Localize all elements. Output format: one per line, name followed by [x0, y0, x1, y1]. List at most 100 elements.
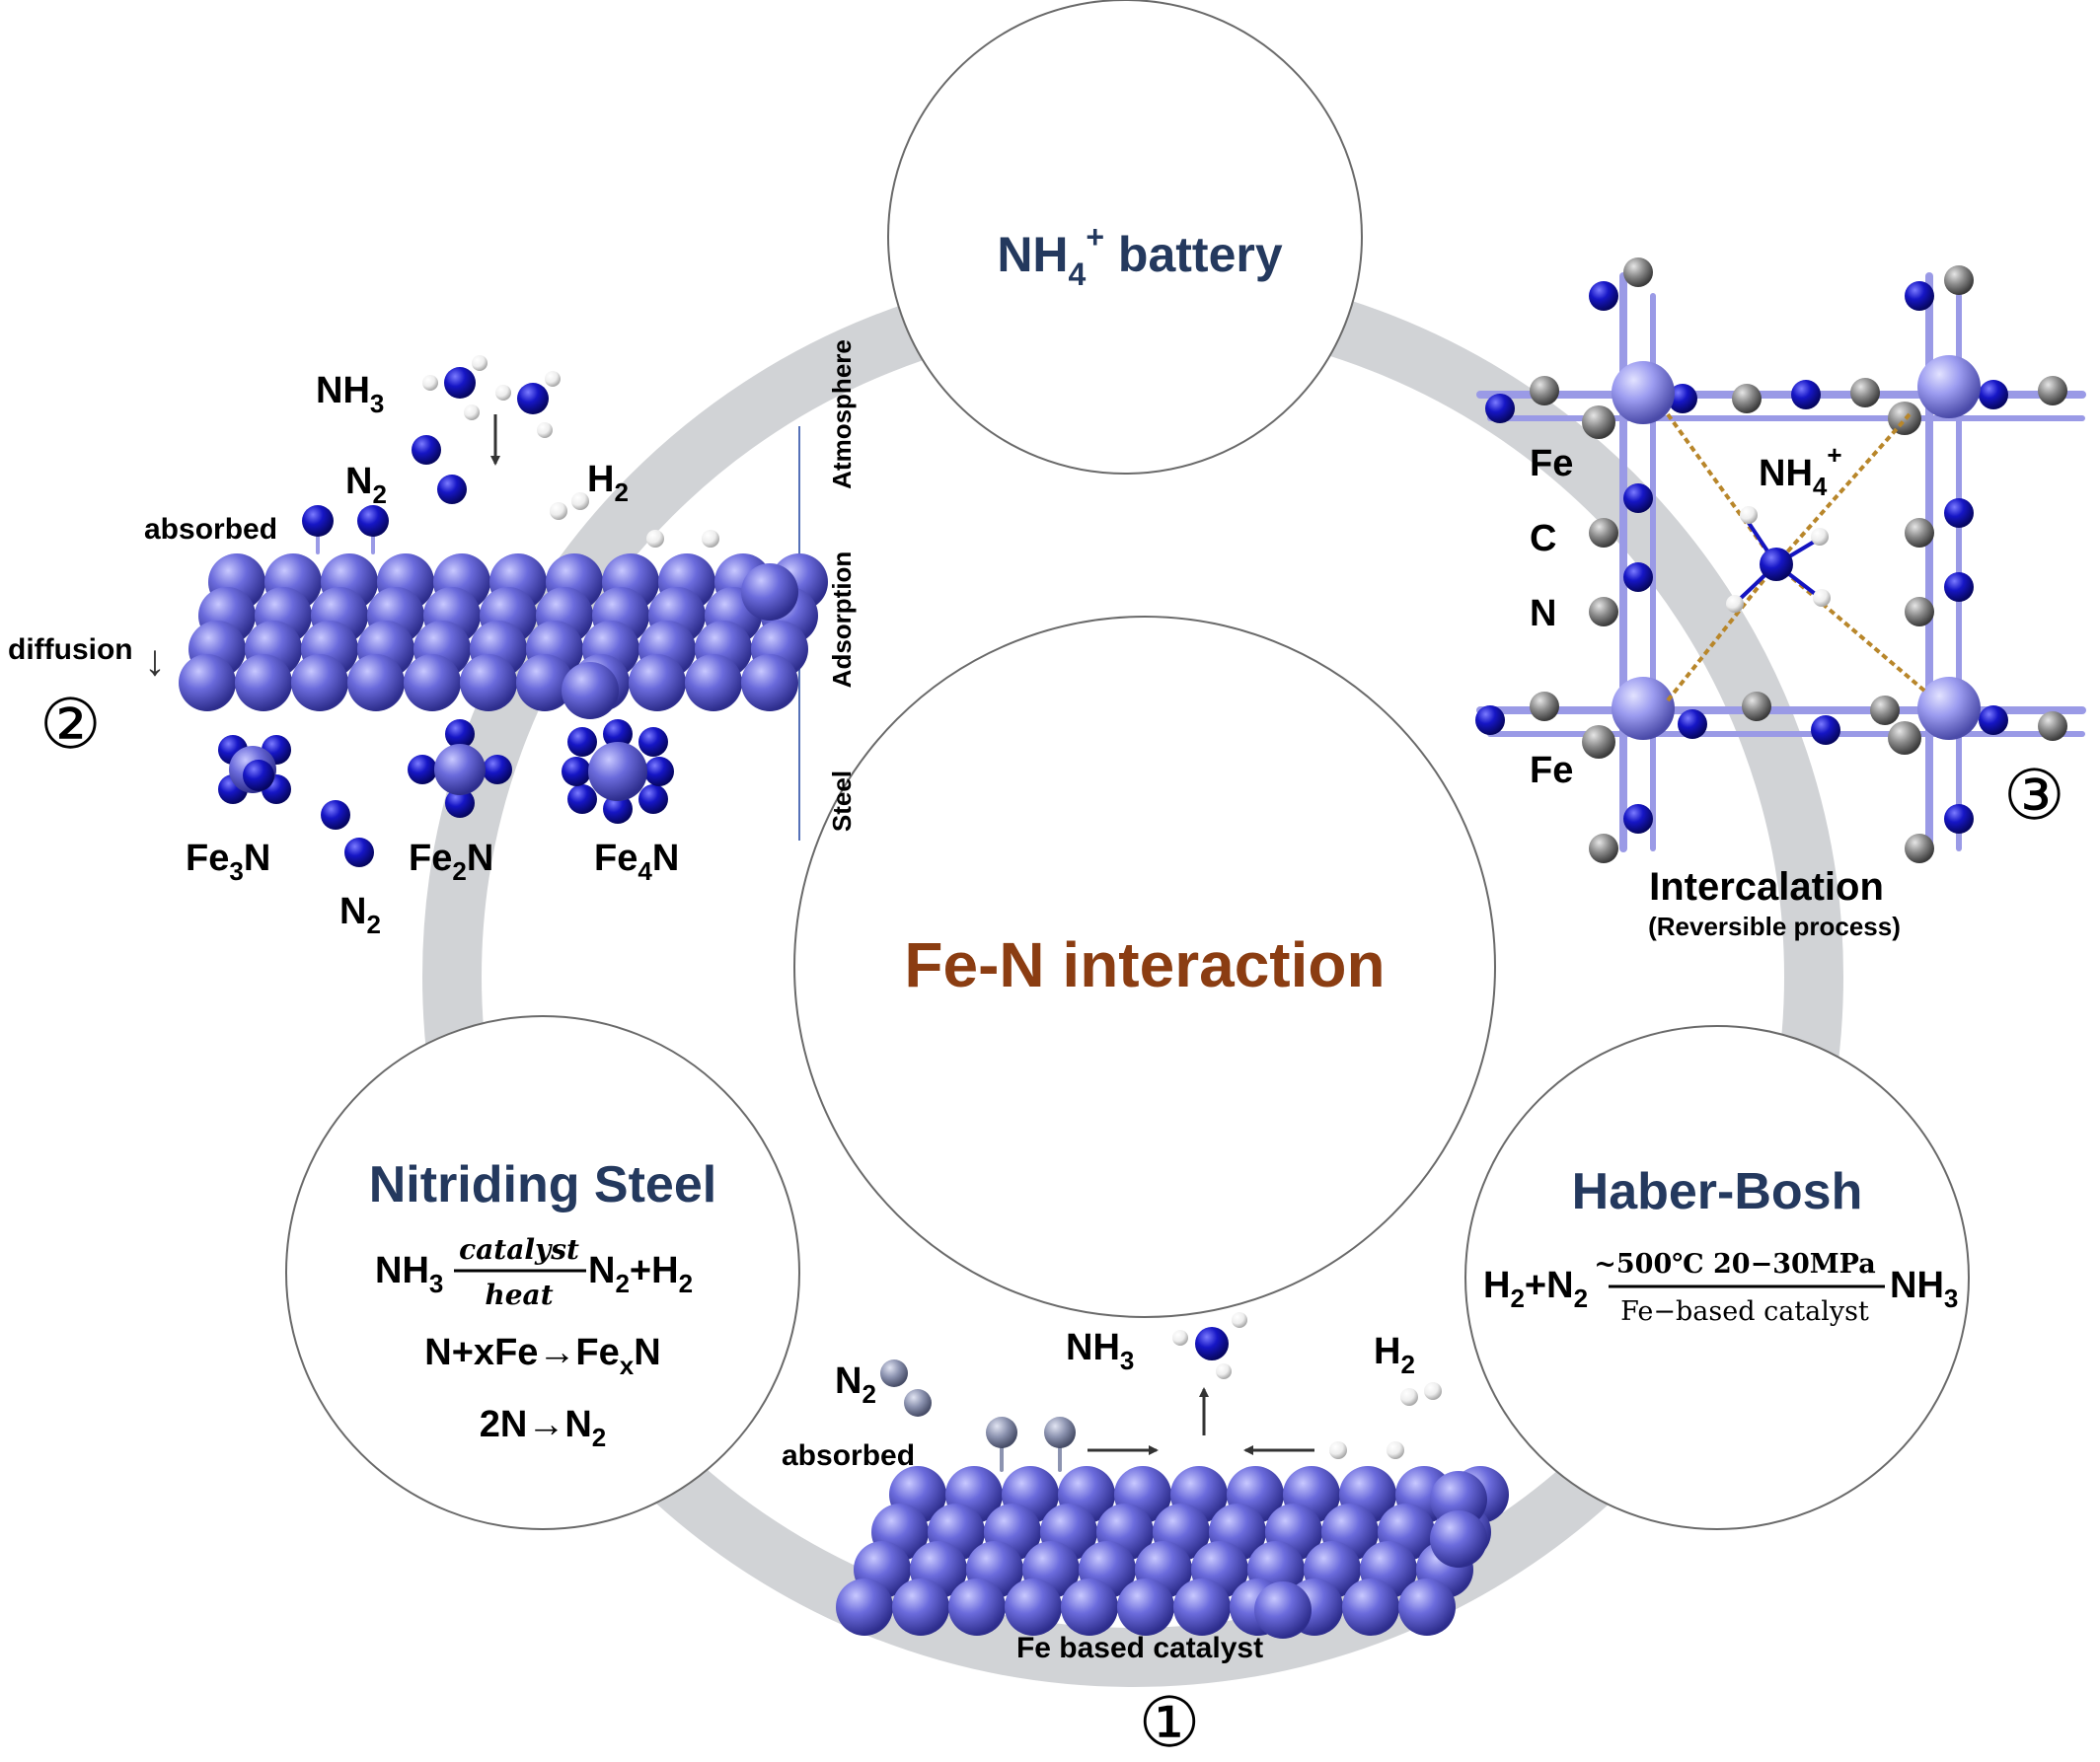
n-atom [302, 505, 334, 537]
panel3-caption: Intercalation [1649, 865, 1884, 909]
fe-atom [741, 563, 798, 621]
c-atom [2038, 376, 2067, 405]
panel2-step-number: ② [39, 684, 102, 765]
fe-atom [1917, 677, 1981, 740]
panel2-n2-bottom-label: N2 [339, 891, 381, 939]
panel1-h2-label: H2 [1374, 1331, 1415, 1379]
fe-atom [1917, 355, 1981, 418]
h-atom [464, 404, 480, 420]
fe-atom [1005, 1578, 1062, 1636]
h-atom [1172, 1330, 1188, 1346]
c-atom [1589, 597, 1618, 626]
n-atom [321, 800, 350, 830]
hydrogen-bond-dashed [1774, 412, 1912, 566]
n-atom [483, 755, 512, 784]
panel2-diffusion-label: diffusion [8, 633, 133, 666]
h-atom [550, 502, 567, 520]
fe-atom [948, 1578, 1006, 1636]
n-atom [1589, 281, 1618, 311]
catalyst-atom-slab [836, 1466, 1509, 1639]
fe-atom [404, 654, 461, 711]
panel1-nh3-label: NH3 [1066, 1327, 1134, 1375]
haber-circle [1464, 1025, 1970, 1530]
fe-atom [516, 654, 573, 711]
n-atom [1760, 548, 1793, 581]
nitriding-equation-1: NH3 catalyst heat N2+H2 [375, 1233, 693, 1311]
panel1-caption: Fe based catalyst [1016, 1632, 1263, 1664]
fe-atom [291, 654, 348, 711]
zone-atmosphere: Atmosphere [827, 339, 857, 489]
fe-atom [892, 1578, 949, 1636]
n-atom [437, 475, 467, 504]
h-atom [495, 385, 511, 401]
panel1-catalyst: N2 NH3 H2 absorbed Fe based catalyst ① [782, 1312, 1509, 1762]
fe-atom [836, 1578, 893, 1636]
fe-atom [588, 742, 647, 801]
c-atom [1623, 257, 1653, 287]
zone-adsorption: Adsorption [827, 551, 857, 689]
panel3-step-number: ③ [2003, 755, 2065, 836]
c-atom [1888, 402, 1921, 435]
n-atom [1623, 804, 1653, 834]
center-circle [793, 616, 1496, 1318]
eq1-lhs: NH3 [375, 1250, 443, 1298]
h-atom [1387, 1441, 1404, 1459]
n-atom [986, 1417, 1017, 1448]
panel3-nh4-label: NH4+ [1759, 440, 1842, 501]
h-atom [702, 530, 719, 548]
steel-atom-slab [179, 553, 828, 719]
n-atom [1979, 705, 2008, 735]
h-atom [1400, 1388, 1418, 1406]
c-atom [1905, 597, 1934, 626]
zone-steel: Steel [827, 771, 857, 832]
fe-atom [1398, 1578, 1456, 1636]
haber-bosh-content: Haber-Bosh H2+N2 ~500℃ 20−30MPa Fe−based… [1483, 1163, 1958, 1327]
c-atom [1530, 692, 1559, 721]
panel3-fe-top-label: Fe [1530, 443, 1573, 484]
fe-atom [629, 654, 686, 711]
fe-atom [1612, 361, 1675, 424]
n-atom [517, 383, 549, 414]
haber-eq-rhs: NH3 [1890, 1265, 1958, 1313]
n-atom [1668, 384, 1697, 413]
panel3-fe-bottom-label: Fe [1530, 750, 1573, 791]
c-atom [1589, 834, 1618, 863]
panel1-step-number: ① [1139, 1682, 1201, 1762]
fe-atom [1430, 1471, 1487, 1528]
fe-atom [1061, 1578, 1118, 1636]
n-atom [1905, 281, 1934, 311]
n-atom [357, 505, 389, 537]
nitriding-equation-2: N+xFe→FexN [424, 1332, 660, 1380]
n-atom [904, 1389, 932, 1417]
c-atom [1582, 725, 1615, 759]
c-atom [1870, 696, 1900, 725]
n-atom [1195, 1327, 1229, 1360]
c-atom [1888, 721, 1921, 755]
n-atom [1623, 562, 1653, 592]
n-atom [243, 760, 274, 791]
h-atom [571, 492, 589, 510]
fe-atom [685, 654, 742, 711]
panel2-steel-nitriding: NH3 N2 H2 absorbed diffusion ↓ ② Fe3N Fe… [8, 355, 828, 939]
panel2-nh3-label: NH3 [316, 370, 384, 418]
haber-eq-lhs: H2+N2 [1483, 1265, 1588, 1313]
n-atom [1944, 804, 1974, 834]
n-atom [408, 755, 437, 784]
h-atom [1811, 528, 1829, 546]
n-atom [445, 788, 475, 818]
h-atom [422, 375, 438, 391]
n-atom [445, 719, 475, 749]
top-circle-title: NH4+ battery [997, 219, 1283, 292]
center-title: Fe-N interaction [904, 929, 1385, 1000]
c-atom [1742, 692, 1771, 721]
n-atom [1623, 483, 1653, 513]
fe-atom [235, 654, 292, 711]
haber-eq-below: Fe−based catalyst [1620, 1296, 1869, 1327]
top-circle [887, 0, 1363, 475]
nitriding-steel-content: Nitriding Steel NH3 catalyst heat N2+H2 … [369, 1156, 716, 1452]
fe-atom [1612, 677, 1675, 740]
fe-atom [1173, 1578, 1231, 1636]
n-atom [1979, 380, 2008, 409]
n-atom [562, 757, 591, 786]
h-atom [1726, 595, 1744, 613]
